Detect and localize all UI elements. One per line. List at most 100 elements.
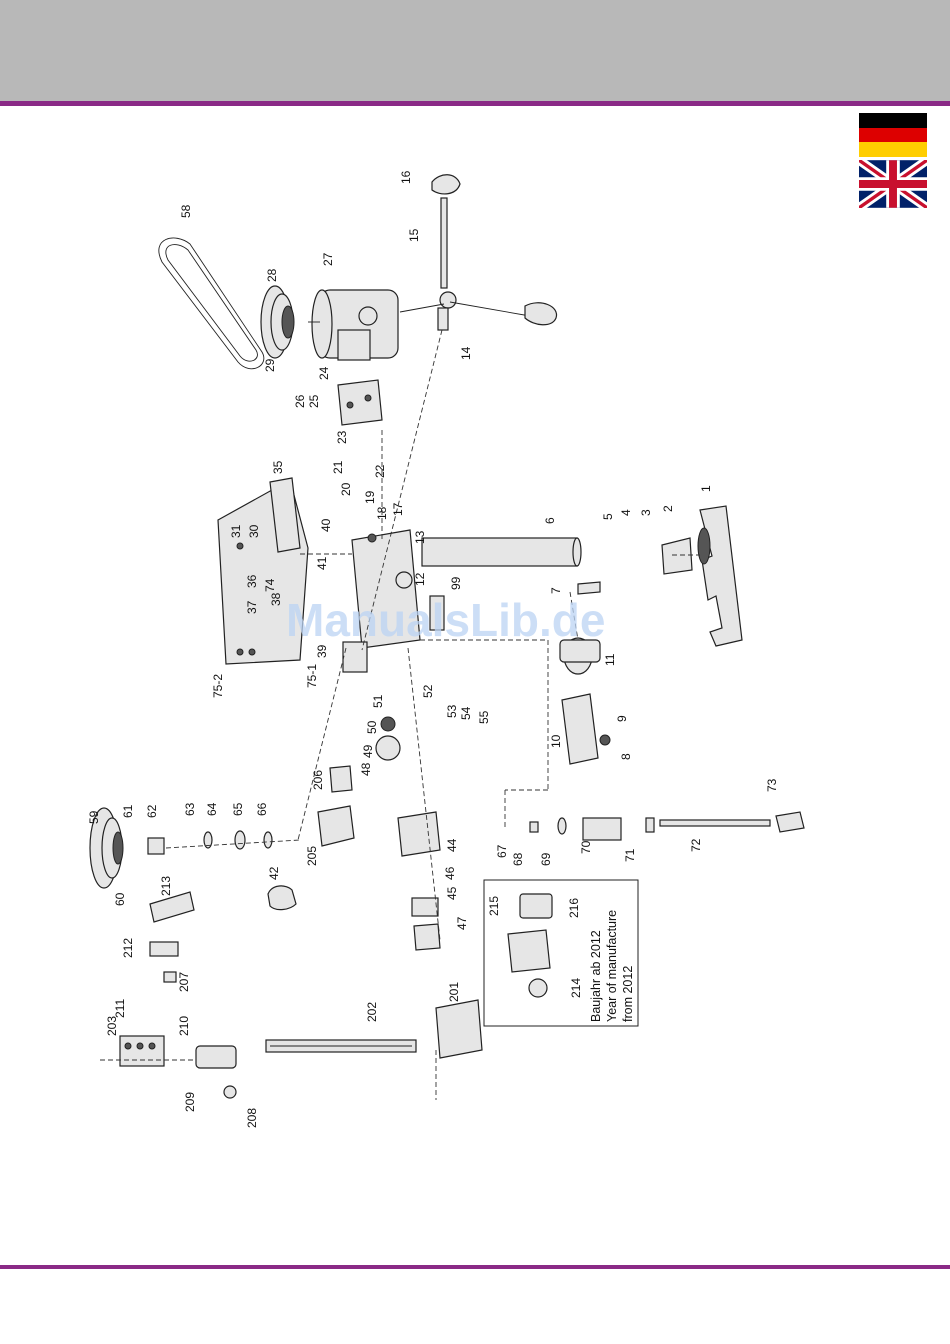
part-label: 54 xyxy=(459,706,473,720)
part-label: 213 xyxy=(159,876,173,896)
part-label: 23 xyxy=(335,430,349,444)
part-label: 45 xyxy=(445,886,459,900)
motor-mount-plate xyxy=(337,379,383,426)
part-label: 27 xyxy=(321,252,335,266)
part-label: 25 xyxy=(307,394,321,408)
part-label: 11 xyxy=(603,653,617,666)
part-label: 75-1 xyxy=(305,664,319,688)
flag-germany-icon[interactable] xyxy=(859,113,927,157)
header-accent-line xyxy=(0,101,950,106)
part-label: 21 xyxy=(331,460,345,474)
part-label: 55 xyxy=(477,710,491,724)
part-label: 202 xyxy=(365,1002,379,1022)
drive-belt xyxy=(158,237,265,370)
part-label: 215 xyxy=(487,896,501,916)
part-label: 28 xyxy=(265,268,279,282)
part-label: 2 xyxy=(661,505,675,512)
part-label: 37 xyxy=(245,600,259,614)
part-label: 70 xyxy=(579,840,593,854)
part-label: 9 xyxy=(615,715,629,722)
part-label: 203 xyxy=(105,1016,119,1036)
part-label: 210 xyxy=(177,1016,191,1036)
part-label: 74 xyxy=(263,578,277,592)
part-label: 53 xyxy=(445,704,459,718)
part-label: 208 xyxy=(245,1108,259,1128)
note-line-en-2: from 2012 xyxy=(621,966,635,1022)
part-label: 13 xyxy=(413,530,427,544)
assembly-guide-lines xyxy=(100,329,700,1100)
inset-box xyxy=(483,879,639,1027)
part-label: 8 xyxy=(619,753,633,760)
part-label: 36 xyxy=(245,574,259,588)
part-label: 31 xyxy=(229,524,243,538)
part-label: 39 xyxy=(315,644,329,658)
part-label: 41 xyxy=(315,556,329,570)
part-label: 4 xyxy=(619,509,633,516)
part-label: 3 xyxy=(639,509,653,516)
part-label: 75-2 xyxy=(211,674,225,698)
drill-head xyxy=(217,477,309,665)
part-label: 69 xyxy=(539,852,553,866)
part-label: 14 xyxy=(459,346,473,360)
part-label: 26 xyxy=(293,394,307,408)
spindle-assembly xyxy=(529,811,805,841)
motor-pulley xyxy=(260,285,295,359)
part-label: 212 xyxy=(121,938,135,958)
part-label: 72 xyxy=(689,838,703,852)
part-label: 29 xyxy=(263,358,277,372)
page-header-bar xyxy=(0,0,950,101)
work-table xyxy=(559,581,611,765)
flag-united-kingdom-icon[interactable] xyxy=(856,156,930,212)
part-label: 67 xyxy=(495,844,509,858)
part-label: 17 xyxy=(391,502,405,516)
note-line-de: Baujahr ab 2012 xyxy=(589,930,603,1022)
spindle-pulley xyxy=(89,807,273,889)
part-label: 24 xyxy=(317,366,331,380)
part-label: 68 xyxy=(511,852,525,866)
part-label: 214 xyxy=(569,978,583,998)
part-label: 59 xyxy=(87,810,101,824)
part-label: 44 xyxy=(445,838,459,852)
part-label: 73 xyxy=(765,778,779,792)
part-label: 49 xyxy=(361,744,375,758)
inset-note: Baujahr ab 2012 Year of manufacture from… xyxy=(589,910,635,1022)
part-label: 63 xyxy=(183,802,197,816)
part-label: 6 xyxy=(543,517,557,524)
part-label: 40 xyxy=(319,518,333,532)
note-line-en-1: Year of manufacture xyxy=(605,910,619,1022)
motor xyxy=(308,289,399,361)
part-label: 64 xyxy=(205,802,219,816)
part-label: 42 xyxy=(267,866,281,880)
exploded-parts-diagram: 1 2 3 4 5 6 7 8 9 10 11 12 13 14 15 16 1… xyxy=(87,170,805,1128)
part-label: 216 xyxy=(567,898,581,918)
part-label: 18 xyxy=(375,506,389,520)
part-label: 5 xyxy=(601,513,615,520)
part-label: 66 xyxy=(255,802,269,816)
part-label: 30 xyxy=(247,524,261,538)
part-label: 207 xyxy=(177,972,191,992)
part-label: 211 xyxy=(113,999,127,1018)
part-label: 22 xyxy=(373,464,387,478)
part-label: 47 xyxy=(455,916,469,930)
part-label: 48 xyxy=(359,762,373,776)
part-label: 46 xyxy=(443,866,457,880)
part-label: 99 xyxy=(449,576,463,590)
part-label: 205 xyxy=(305,846,319,866)
part-label: 206 xyxy=(311,770,325,790)
part-label: 60 xyxy=(113,892,127,906)
part-label: 58 xyxy=(179,204,193,218)
part-label: 10 xyxy=(549,734,563,748)
part-number-labels: 1 2 3 4 5 6 7 8 9 10 11 12 13 14 15 16 1… xyxy=(87,170,779,1128)
covers xyxy=(267,765,441,951)
part-label: 51 xyxy=(371,694,385,708)
feed-handle xyxy=(399,174,558,331)
part-label: 209 xyxy=(183,1092,197,1112)
part-label: 7 xyxy=(549,587,563,594)
base-plate xyxy=(661,505,743,647)
switch-assembly xyxy=(119,891,483,1099)
footer-accent-line xyxy=(0,1265,950,1269)
part-label: 38 xyxy=(269,592,283,606)
part-label: 62 xyxy=(145,804,159,818)
gear-housing xyxy=(342,529,445,761)
part-label: 19 xyxy=(363,490,377,504)
